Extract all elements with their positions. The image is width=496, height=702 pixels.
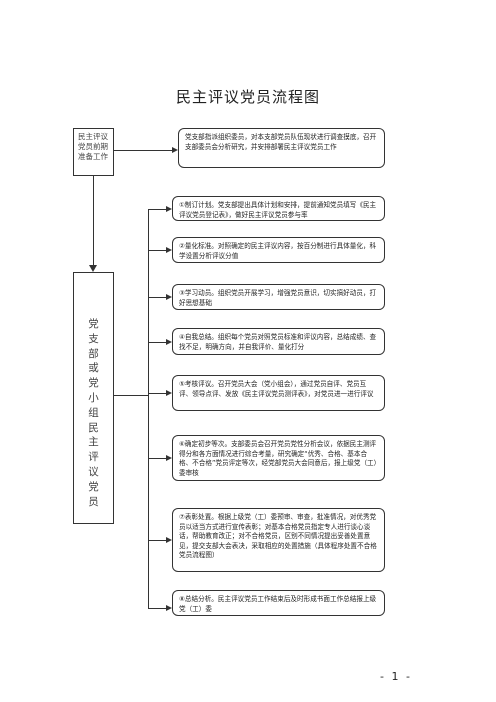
arrow-right-icon <box>166 247 172 253</box>
arrow-down-icon <box>89 265 97 272</box>
arrow-right-icon <box>166 294 172 300</box>
connector-prep-intro <box>114 150 172 151</box>
arrow-right-icon <box>166 390 172 396</box>
connector-main-branch <box>114 395 148 396</box>
connector-prep-main <box>93 176 94 265</box>
arrow-right-icon <box>166 455 172 461</box>
branch-connector <box>148 342 166 343</box>
branch-connector <box>148 297 166 298</box>
branch-vertical-line <box>148 209 149 609</box>
branch-connector <box>148 209 166 210</box>
arrow-right-icon <box>166 605 172 611</box>
branch-connector <box>148 458 166 459</box>
step-box: ⑥确定初步等次。支部委员会召开党员党性分析会议，依据民主测评得分和各方面情况进行… <box>172 435 385 481</box>
step-box: ③学习动员。组织党员开展学习，增强党员意识，切实搞好动员，打好思想基础 <box>172 284 385 310</box>
page-title: 民主评议党员流程图 <box>175 88 320 106</box>
step-box: ⑦表彰处置。根据上级党（工）委预审、审查，批准情况，对优秀党员以适当方式进行宣传… <box>172 508 385 572</box>
prep-work-box: 民主评议党员前期准备工作 <box>73 128 114 176</box>
step-box: ①制订计划。党支部提出具体计划和安排，提前通知党员填写《民主评议党员登记表》，做… <box>172 196 385 221</box>
step-box: ②量化标准。对照确定的民主评议内容，按百分制进行具体量化，科学设置分析评议分值 <box>172 237 385 263</box>
arrow-right-icon <box>166 339 172 345</box>
branch-connector <box>148 250 166 251</box>
branch-connector <box>148 608 166 609</box>
page-number: - 1 - <box>380 670 412 683</box>
arrow-right-icon <box>166 537 172 543</box>
branch-connector <box>148 393 166 394</box>
intro-box: 党支部指派组织委员，对本支部党员队伍现状进行调查摸底，召开支部委员会分析研究，并… <box>178 128 385 168</box>
evaluation-main-box: 党 支 部 或 党 小 组 民 主 评 议 党 员 <box>73 272 114 524</box>
step-box: ⑤考核评议。召开党员大会（党小组会），通过党员自评、党员互评、领导点评、发放《民… <box>172 375 385 411</box>
step-box: ⑧总结分析。民主评议党员工作结束后及时形成书面工作总结报上级党（工）委 <box>172 590 385 616</box>
arrow-right-icon <box>172 147 178 153</box>
branch-connector <box>148 540 166 541</box>
evaluation-main-label: 党 支 部 或 党 小 组 民 主 评 议 党 员 <box>88 318 99 508</box>
step-box: ④自我总结。组织每个党员对照党员标准和评议内容，总结成绩、查找不足，明确方向，并… <box>172 328 385 355</box>
arrow-right-icon <box>166 206 172 212</box>
